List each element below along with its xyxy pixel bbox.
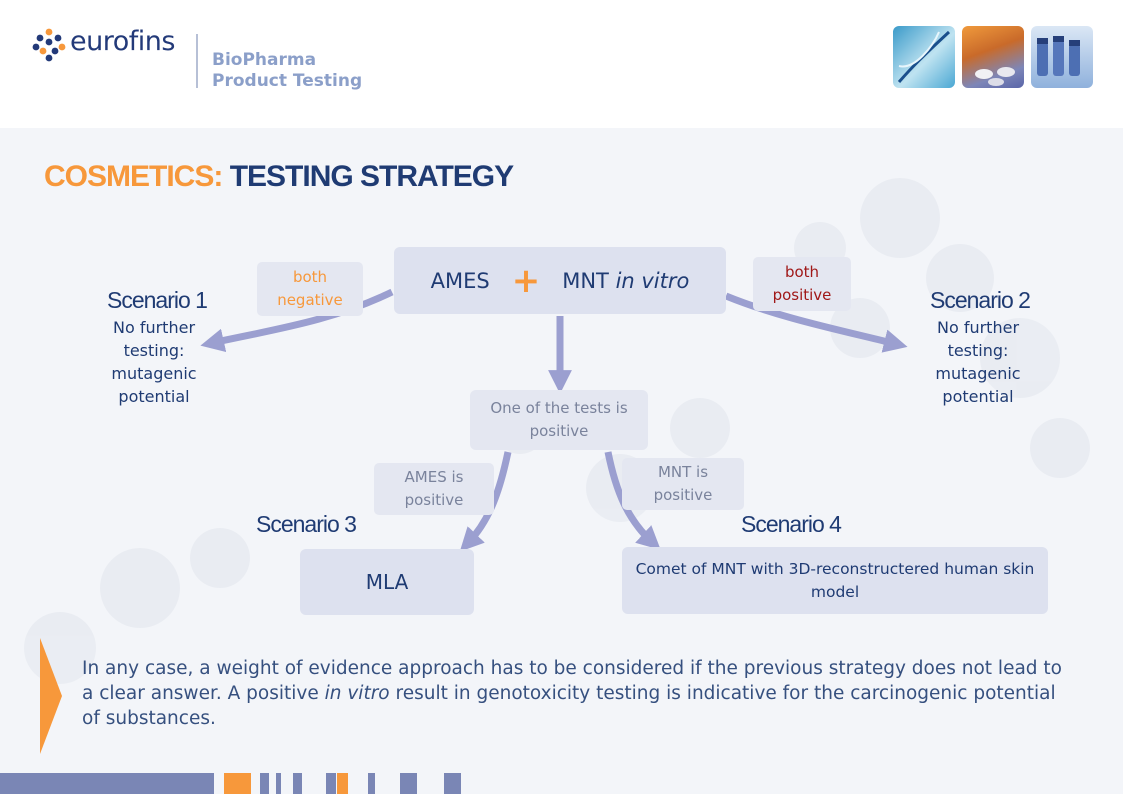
note-italic: in vitro <box>324 683 390 704</box>
evidence-note: In any case, a weight of evidence approa… <box>82 656 1072 731</box>
title-part1: COSMETICS: <box>44 160 223 193</box>
note-text: In any case, a weight of evidence approa… <box>82 658 1062 704</box>
label-line: AMES is <box>404 468 464 486</box>
plus-icon: + <box>511 260 541 301</box>
footer-bar <box>293 773 302 794</box>
middle-line: One of the tests is <box>490 399 628 417</box>
dna-thumbnail-image <box>893 26 955 88</box>
scenario-line: potential <box>942 387 1014 406</box>
label-line: positive <box>772 286 832 304</box>
label-line: both <box>784 263 820 281</box>
middle-line: positive <box>529 422 589 440</box>
footer-bar <box>326 773 336 794</box>
label-both-positive: both positive <box>753 257 851 311</box>
label-ames-positive: AMES is positive <box>374 463 494 515</box>
mnt-text: MNT <box>562 268 609 293</box>
title-part2: TESTING STRATEGY <box>229 160 514 193</box>
scenario-line: potential <box>118 387 190 406</box>
header-divider <box>196 34 198 88</box>
label-line: positive <box>404 491 464 509</box>
division-line2: Product Testing <box>212 71 363 91</box>
note-text: result in genotoxicity testing is indica… <box>82 683 1056 729</box>
comet-box: Comet of MNT with 3D-reconstructered hum… <box>622 547 1048 614</box>
scenario1-description: No further testing: mutagenic potential <box>94 316 214 408</box>
scenario-line: mutagenic <box>935 364 1021 383</box>
scenario3-title: Scenario 3 <box>256 511 357 537</box>
mla-box: MLA <box>300 549 474 615</box>
comet-line: Comet of MNT with 3D-reconstructered hum… <box>635 559 1035 578</box>
scenario-line: testing: <box>947 341 1009 360</box>
arrow-to-scenario2 <box>724 292 908 353</box>
scenario2-description: No further testing: mutagenic potential <box>918 316 1038 408</box>
footer-bar <box>444 773 461 794</box>
scenario4-title: Scenario 4 <box>741 511 842 537</box>
label-line: negative <box>277 291 343 309</box>
comet-line: model <box>810 582 860 601</box>
scenario-line: No further <box>112 318 196 337</box>
one-test-positive-box: One of the tests is positive <box>470 390 648 450</box>
slide-background <box>0 128 1123 794</box>
scenario-line: testing: <box>123 341 185 360</box>
footer-bar <box>0 773 214 794</box>
footer-bar <box>337 773 348 794</box>
scenario-line: mutagenic <box>111 364 197 383</box>
label-both-negative: both negative <box>257 262 363 316</box>
ames-text: AMES <box>430 268 490 293</box>
label-mnt-positive: MNT is positive <box>622 458 744 510</box>
label-line: both <box>292 268 328 286</box>
capsules-thumbnail-image <box>962 26 1024 88</box>
footer-bar <box>400 773 417 794</box>
label-line: MNT is <box>657 463 709 481</box>
scenario2-title: Scenario 2 <box>930 287 1031 313</box>
ames-mnt-box: AMES + MNT in vitro <box>394 247 726 314</box>
vials-thumbnail-image <box>1031 26 1093 88</box>
orange-pointer-icon <box>40 638 62 754</box>
footer-bar <box>224 773 251 794</box>
division-line1: BioPharma <box>212 50 317 70</box>
footer-bar <box>368 773 375 794</box>
footer-bar <box>260 773 269 794</box>
eurofins-logo-icon <box>32 28 66 62</box>
footer-bar <box>276 773 281 794</box>
arrow-to-scenario1 <box>200 288 394 353</box>
brand-name: eurofins <box>70 26 175 57</box>
slide-title: COSMETICS: TESTING STRATEGY <box>44 160 514 194</box>
scenario1-title: Scenario 1 <box>107 287 208 313</box>
label-line: positive <box>653 486 713 504</box>
scenario-line: No further <box>936 318 1020 337</box>
in-vitro-text: in vitro <box>615 268 690 293</box>
